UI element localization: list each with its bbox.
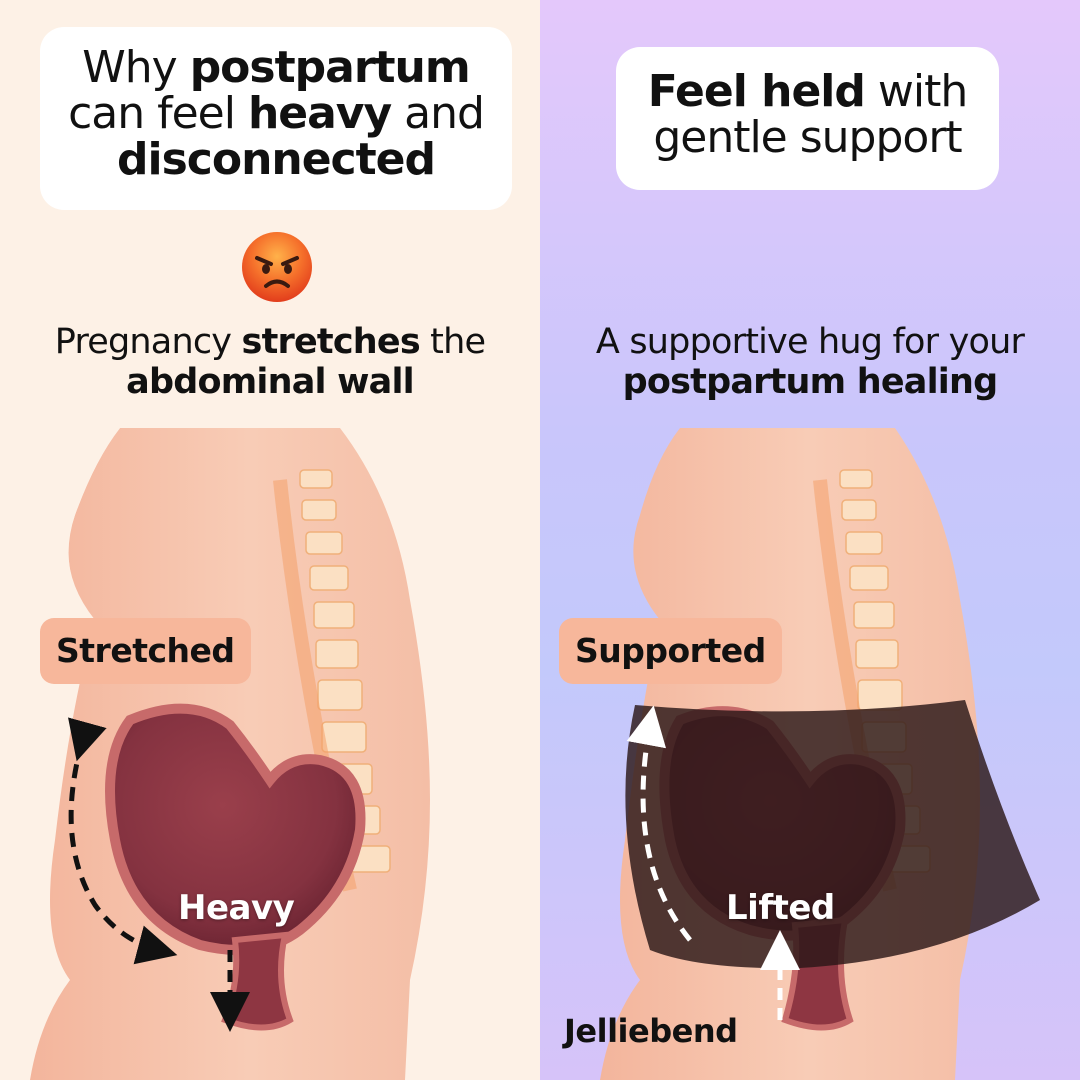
title-word: with: [864, 66, 968, 117]
subtitle-bold-abdominal-wall: abdominal wall: [126, 362, 415, 402]
stretch-arrow-icon: [68, 717, 178, 965]
pregnancy-anatomy-illustration: [0, 428, 430, 1080]
supported-anatomy-illustration: [600, 428, 1040, 1080]
brand-name: Jelliebend: [564, 1012, 738, 1050]
subtitle-word: Pregnancy: [54, 322, 242, 362]
title-bold-disconnected: disconnected: [116, 134, 436, 185]
stretched-tag: Stretched: [40, 618, 251, 684]
subtitle-word: the: [419, 322, 486, 362]
title-word: can feel: [68, 88, 248, 139]
right-subtitle: A supportive hug for your postpartum hea…: [540, 322, 1080, 402]
title-bold-feel-held: Feel held: [647, 66, 866, 117]
angry-face-icon: [242, 232, 312, 302]
title-word: Why: [82, 42, 190, 93]
left-title-text: Why postpartum can feel heavy and discon…: [68, 42, 485, 185]
title-bold-postpartum: postpartum: [189, 42, 471, 93]
title-word: and: [391, 88, 485, 139]
subtitle-line: A supportive hug for your: [595, 322, 1025, 362]
subtitle-bold-postpartum-healing: postpartum healing: [622, 362, 999, 402]
left-subtitle: Pregnancy stretches the abdominal wall: [0, 322, 540, 402]
subtitle-bold-stretches: stretches: [241, 322, 421, 362]
right-title-card: Feel held with gentle support: [616, 47, 999, 190]
left-title-card: Why postpartum can feel heavy and discon…: [40, 27, 512, 210]
support-band: [625, 700, 1040, 969]
lift-curve-arrow-icon: [626, 705, 692, 942]
lifted-label: Lifted: [726, 888, 835, 928]
title-line-gentle-support: gentle support: [653, 112, 962, 163]
title-bold-heavy: heavy: [247, 88, 392, 139]
heavy-label: Heavy: [178, 888, 295, 928]
right-panel: Feel held with gentle support A supporti…: [540, 0, 1080, 1080]
left-panel: Why postpartum can feel heavy and discon…: [0, 0, 540, 1080]
supported-tag: Supported: [559, 618, 782, 684]
right-title-text: Feel held with gentle support: [647, 66, 968, 163]
